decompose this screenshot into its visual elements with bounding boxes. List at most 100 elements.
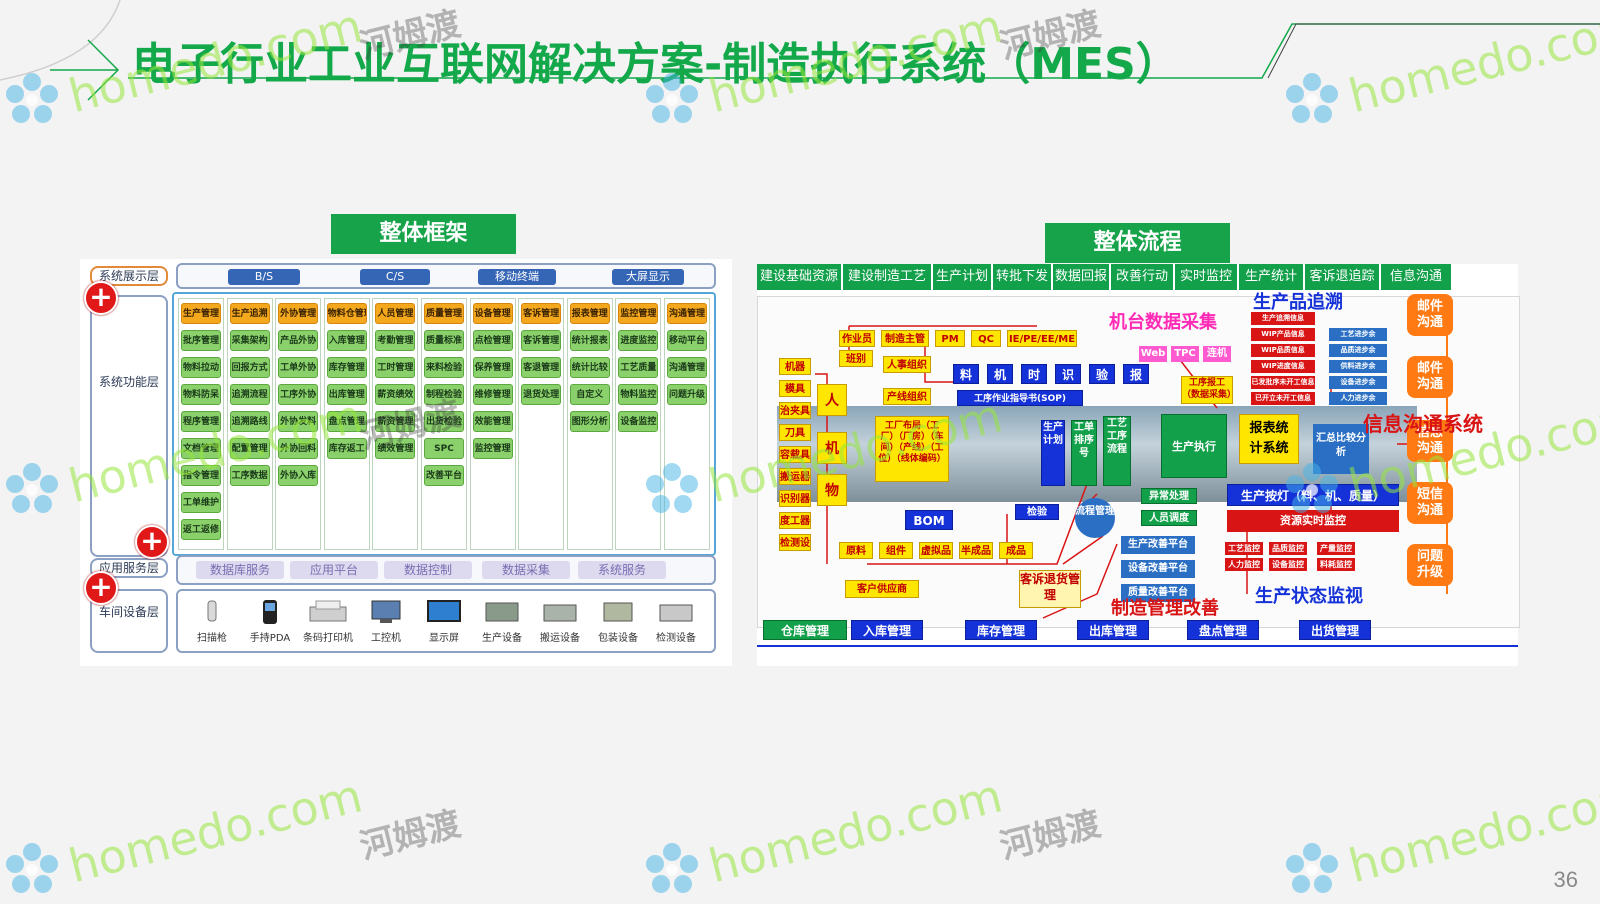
process-tab[interactable]: 信息沟通 [1381, 264, 1453, 290]
function-item[interactable]: 图形分析 [569, 411, 610, 432]
device-item[interactable]: 检测设备 [648, 599, 704, 644]
comm-item[interactable]: 问题升级 [1407, 544, 1453, 586]
function-item[interactable]: 沟通管理 [667, 357, 707, 378]
andon-box[interactable]: 生产按灯（料、机、质量） [1227, 484, 1399, 506]
function-item[interactable]: SPC [424, 438, 464, 459]
people-item[interactable]: QC [971, 330, 1001, 347]
function-column-header[interactable]: 生产管理 [181, 303, 221, 324]
function-column-header[interactable]: 客诉管理 [521, 303, 562, 324]
device-item[interactable]: 显示屏 [416, 599, 472, 644]
report-box[interactable]: 报表统计系统 [1239, 414, 1299, 464]
collect-box[interactable]: 时 [1021, 364, 1047, 384]
function-item[interactable]: 来料检验 [424, 357, 464, 378]
function-item[interactable]: 监控管理 [472, 438, 513, 459]
function-item[interactable]: 物料拉动 [181, 357, 221, 378]
service-app-platform[interactable]: 应用平台 [290, 561, 378, 579]
function-item[interactable]: 库存返工 [326, 438, 367, 459]
process-tab[interactable]: 建设基础资源 [757, 264, 843, 290]
web-box[interactable]: 连机 [1203, 346, 1231, 362]
function-item[interactable]: 工序外协 [278, 384, 319, 405]
execution-box[interactable]: 生产执行 [1161, 414, 1227, 478]
trace-item[interactable]: WIP进度信息 [1251, 360, 1315, 373]
function-column-header[interactable]: 生产追溯 [229, 303, 270, 324]
resource-item[interactable]: 治夹具 [779, 402, 811, 419]
collect-box[interactable]: 报 [1123, 364, 1149, 384]
service-system[interactable]: 系统服务 [578, 561, 666, 579]
process-tab[interactable]: 建设制造工艺 [843, 264, 933, 290]
resource-item[interactable]: 容载具 [779, 446, 811, 463]
trace-progress-item[interactable]: 供料进步余 [1329, 360, 1387, 373]
resource-item[interactable]: 识别器 [779, 490, 811, 507]
function-item[interactable]: 追溯路线 [229, 411, 270, 432]
trace-progress-item[interactable]: 设备进步余 [1329, 376, 1387, 389]
summary-box[interactable]: 汇总比较分析 [1313, 424, 1369, 474]
resource-item[interactable]: 模具 [779, 380, 811, 397]
function-item[interactable]: 追溯流程 [229, 384, 270, 405]
device-item[interactable]: 搬运设备 [532, 599, 588, 644]
resource-monitor-box[interactable]: 资源实时监控 [1227, 510, 1399, 532]
function-item[interactable]: 库存管理 [326, 357, 367, 378]
function-column-header[interactable]: 监控管理 [618, 303, 659, 324]
process-tab[interactable]: 实时监控 [1175, 264, 1239, 290]
service-data-control[interactable]: 数据控制 [384, 561, 472, 579]
comm-item[interactable]: 信息沟通 [1407, 420, 1453, 462]
device-item[interactable]: 包装设备 [590, 599, 646, 644]
function-item[interactable]: 设备监控 [618, 411, 659, 432]
resource-item[interactable]: 刀具 [779, 424, 811, 441]
device-item[interactable]: 工控机 [358, 599, 414, 644]
collect-box[interactable]: 料 [953, 364, 979, 384]
function-item[interactable]: 工单维护 [181, 492, 221, 513]
function-item[interactable]: 问题升级 [667, 384, 707, 405]
warehouse-item[interactable]: 库存管理 [965, 620, 1037, 640]
function-item[interactable]: 统计比较 [569, 357, 610, 378]
function-item[interactable]: 出库管理 [326, 384, 367, 405]
function-item[interactable]: 批序管理 [181, 330, 221, 351]
material-item[interactable]: 原料 [839, 542, 873, 559]
flow-mgmt-box[interactable]: 流程管理 [1075, 498, 1115, 538]
warehouse-item[interactable]: 出货管理 [1299, 620, 1371, 640]
resource-item[interactable]: 机器 [779, 358, 811, 375]
material-item[interactable]: 组件 [879, 542, 913, 559]
function-item[interactable]: 自定义 [569, 384, 610, 405]
material-item[interactable]: 成品 [999, 542, 1033, 559]
resource-item[interactable]: 检测设 [779, 534, 811, 551]
improve-item[interactable]: 设备改善平台 [1121, 560, 1195, 578]
expand-service-button[interactable]: + [84, 571, 118, 605]
material-item[interactable]: 半成品 [959, 542, 993, 559]
collect-box[interactable]: 验 [1089, 364, 1115, 384]
function-item[interactable]: 效能管理 [472, 411, 513, 432]
exception-box[interactable]: 异常处理 [1141, 488, 1197, 504]
function-item[interactable]: 工艺质量 [618, 357, 659, 378]
resource-item[interactable]: 度工器 [779, 512, 811, 529]
function-column-header[interactable]: 质量管理 [424, 303, 464, 324]
process-tab[interactable]: 生产计划 [933, 264, 993, 290]
supplier-box[interactable]: 客户供应商 [845, 580, 919, 598]
function-item[interactable]: 外协发料 [278, 411, 319, 432]
device-item[interactable]: 扫描枪 [184, 599, 240, 644]
comm-item[interactable]: 邮件沟通 [1407, 294, 1453, 336]
comm-item[interactable]: 邮件沟通 [1407, 356, 1453, 398]
function-item[interactable]: 配置管理 [229, 438, 270, 459]
process-tab[interactable]: 生产统计 [1239, 264, 1305, 290]
function-item[interactable]: 指令管理 [181, 465, 221, 486]
trace-progress-item[interactable]: 工艺进步余 [1329, 328, 1387, 341]
function-item[interactable]: 退货处理 [521, 384, 562, 405]
function-item[interactable]: 制程检验 [424, 384, 464, 405]
function-item[interactable]: 程序管理 [181, 411, 221, 432]
function-item[interactable]: 工序数据 [229, 465, 270, 486]
function-item[interactable]: 薪资管理 [375, 411, 416, 432]
function-item[interactable]: 出货检验 [424, 411, 464, 432]
sop-box[interactable]: 工序作业指导书(SOP) [957, 390, 1083, 406]
line-org-box[interactable]: 产线组织 [883, 388, 931, 405]
function-item[interactable]: 考勤管理 [375, 330, 416, 351]
staff-dispatch-box[interactable]: 人员调度 [1141, 510, 1197, 526]
process-flow-box[interactable]: 工艺工序流程 [1103, 416, 1131, 486]
monitor-item[interactable]: 设备监控 [1269, 558, 1307, 571]
work-order-box[interactable]: 工单排序号 [1071, 420, 1097, 486]
function-item[interactable]: 薪资绩效 [375, 384, 416, 405]
shift-box[interactable]: 班别 [839, 350, 873, 367]
monitor-item[interactable]: 品质监控 [1269, 542, 1307, 555]
trace-item[interactable]: 已发批序未开工信息 [1251, 376, 1315, 389]
device-item[interactable]: 生产设备 [474, 599, 530, 644]
inspect-box[interactable]: 检验 [1015, 504, 1059, 520]
